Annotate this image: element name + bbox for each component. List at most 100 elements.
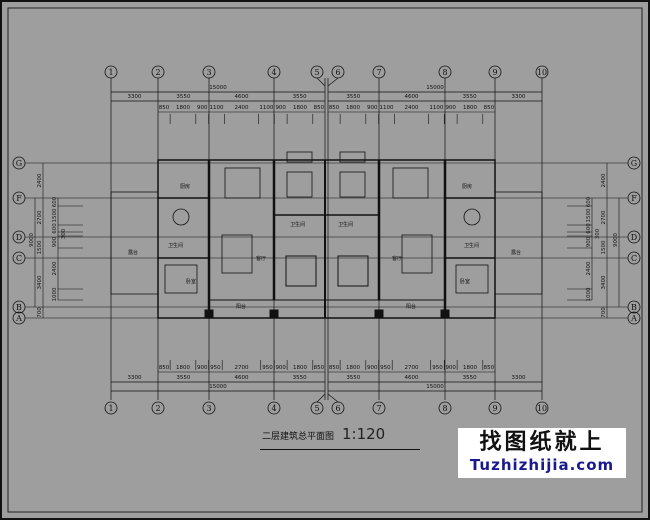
axis-bubble	[151, 65, 165, 79]
dimension-text: 850	[484, 365, 495, 371]
dimension-text: 1100	[209, 105, 223, 111]
room-label-bathroom: 卫生间	[168, 242, 183, 249]
room-label-terrace-left: 露台	[128, 249, 138, 256]
dimension-text: 600	[586, 196, 592, 207]
bed-master-left	[286, 171, 313, 198]
dimension-text: 1800	[346, 105, 360, 111]
column	[204, 309, 214, 319]
terrace-left	[110, 191, 159, 295]
dimension-text: 2400	[404, 105, 418, 111]
room-label-bathroom: 卫生间	[464, 242, 479, 249]
dining-table-left	[172, 208, 190, 226]
dimension-text: 1000	[52, 287, 58, 301]
room-labels: 露台 露台 卫生间 卫生间 卫生间 卫生间 客厅 客厅 厨房 厨房 卧室 卧室 …	[128, 183, 521, 310]
dimension-text: 2400	[234, 105, 248, 111]
axis-bubble	[627, 230, 641, 244]
axis-label-5: 5	[314, 404, 319, 413]
axis-bubble	[12, 251, 26, 265]
axis-bubble	[12, 191, 26, 205]
dimension-text: 2700	[37, 210, 43, 224]
axis-leader	[327, 77, 339, 87]
axis-label-B: B	[16, 303, 22, 312]
dimension-text: 950	[210, 365, 221, 371]
dimension-text: 4600	[235, 94, 249, 100]
walls	[110, 151, 543, 319]
dimension-text: 1000	[586, 287, 592, 301]
dimension-text: 1500	[586, 208, 592, 222]
dimension-text: 4600	[235, 375, 249, 381]
axis-label-1: 1	[108, 68, 113, 77]
dimension-text: 3300	[511, 375, 525, 381]
axis-bubble	[202, 65, 216, 79]
axis-label-D: D	[631, 233, 637, 242]
axis-label-G: G	[16, 159, 22, 168]
dimension-text: 9000	[29, 233, 35, 247]
dimension-text: 950	[380, 365, 391, 371]
dimension-text: 3300	[128, 94, 142, 100]
axis-bubble	[488, 401, 502, 415]
axis-bubble	[627, 251, 641, 265]
dimension-text: 700	[37, 307, 43, 318]
dimension-text: 850	[314, 105, 325, 111]
bed-small-right	[455, 264, 489, 294]
axis-label-5: 5	[314, 68, 319, 77]
dimension-text: 850	[314, 365, 325, 371]
dimension-text: 3550	[463, 375, 477, 381]
dimension-text: 15000	[209, 85, 227, 91]
axis-label-8: 8	[442, 68, 447, 77]
axis-label-7: 7	[376, 404, 381, 413]
terrace-right	[494, 191, 543, 295]
dimension-text: 2700	[601, 210, 607, 224]
dimension-text: 15000	[426, 384, 444, 390]
axis-bubble	[12, 300, 26, 314]
dimension-text: 3550	[346, 375, 360, 381]
dimension-text: 3550	[176, 94, 190, 100]
axis-bubble	[535, 65, 549, 79]
sofa-set-right	[401, 234, 433, 274]
dimension-text: 9000	[613, 233, 619, 247]
dimension-text: 900	[367, 365, 378, 371]
axis-bubble	[438, 401, 452, 415]
dimension-text: 3550	[176, 375, 190, 381]
dimension-text: 1100	[259, 105, 273, 111]
axis-leader	[327, 393, 339, 403]
dimension-text: 850	[329, 365, 340, 371]
window-bay	[286, 151, 313, 163]
axis-label-10: 10	[537, 404, 547, 413]
dimension-text: 900	[275, 105, 286, 111]
axis-label-A: A	[15, 314, 22, 323]
dimension-text: 3550	[463, 94, 477, 100]
dimension-text: 900	[445, 365, 456, 371]
column	[440, 309, 450, 319]
dimension-text: 1800	[463, 105, 477, 111]
dimension-text: 3550	[293, 94, 307, 100]
dimension-text: 2400	[37, 173, 43, 187]
axis-bubble	[438, 65, 452, 79]
dimension-text: 1500	[37, 240, 43, 254]
axis-label-D: D	[16, 233, 22, 242]
window-bay	[339, 151, 366, 163]
dimension-text: 950	[262, 365, 273, 371]
room-label-balcony-left: 阳台	[236, 303, 246, 310]
axis-bubble	[627, 191, 641, 205]
column	[374, 309, 384, 319]
dimension-text: 15000	[209, 384, 227, 390]
dimension-text: 1800	[463, 365, 477, 371]
bed-right	[337, 255, 369, 287]
dimension-text: 900	[445, 105, 456, 111]
axis-leader	[316, 77, 326, 87]
dimension-text: 300	[61, 228, 67, 239]
dimension-text: 1800	[346, 365, 360, 371]
dimension-text: 900	[52, 236, 58, 247]
dimension-text: 1800	[293, 365, 307, 371]
dimension-text: 1500	[52, 208, 58, 222]
room-label-balcony-right: 阳台	[406, 303, 416, 310]
dimension-text: 900	[367, 105, 378, 111]
bed-small-left	[164, 264, 198, 294]
room-label-bathroom: 卫生间	[290, 221, 305, 228]
dimension-text: 2400	[52, 261, 58, 275]
axis-bubble	[627, 156, 641, 170]
column	[269, 309, 279, 319]
room-label-kitchen-right: 厨房	[462, 183, 472, 190]
